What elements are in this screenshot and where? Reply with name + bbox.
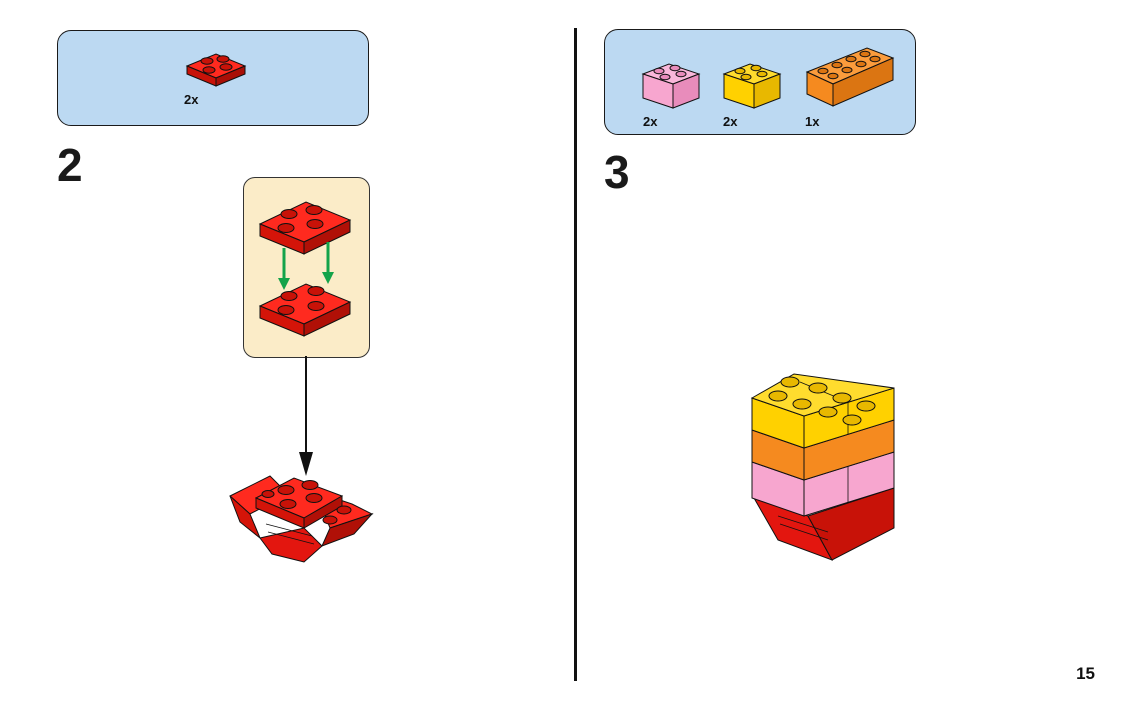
sub-assembly-illustration [258,201,352,337]
part-quantity: 2x [723,114,738,129]
pink-2x2-brick-icon [641,63,701,109]
part-quantity: 2x [184,92,199,107]
step-2-model-illustration [229,475,374,563]
page-divider [574,28,577,681]
part-quantity: 2x [643,114,658,129]
step-number: 2 [57,139,83,191]
orange-2x4-brick-icon [805,47,895,107]
step-2-parts-list: 2x [57,30,369,126]
step-number: 3 [604,146,630,198]
down-arrow-icon [299,356,313,476]
step-3-parts-list: 2x 2x 1x [604,29,916,135]
page-number: 15 [1076,664,1095,683]
red-2x2-plate-icon [185,53,247,87]
part-quantity: 1x [805,114,820,129]
sub-assembly-box [243,177,370,358]
step-3-model-illustration [750,373,895,561]
yellow-2x2-brick-icon [722,63,782,109]
